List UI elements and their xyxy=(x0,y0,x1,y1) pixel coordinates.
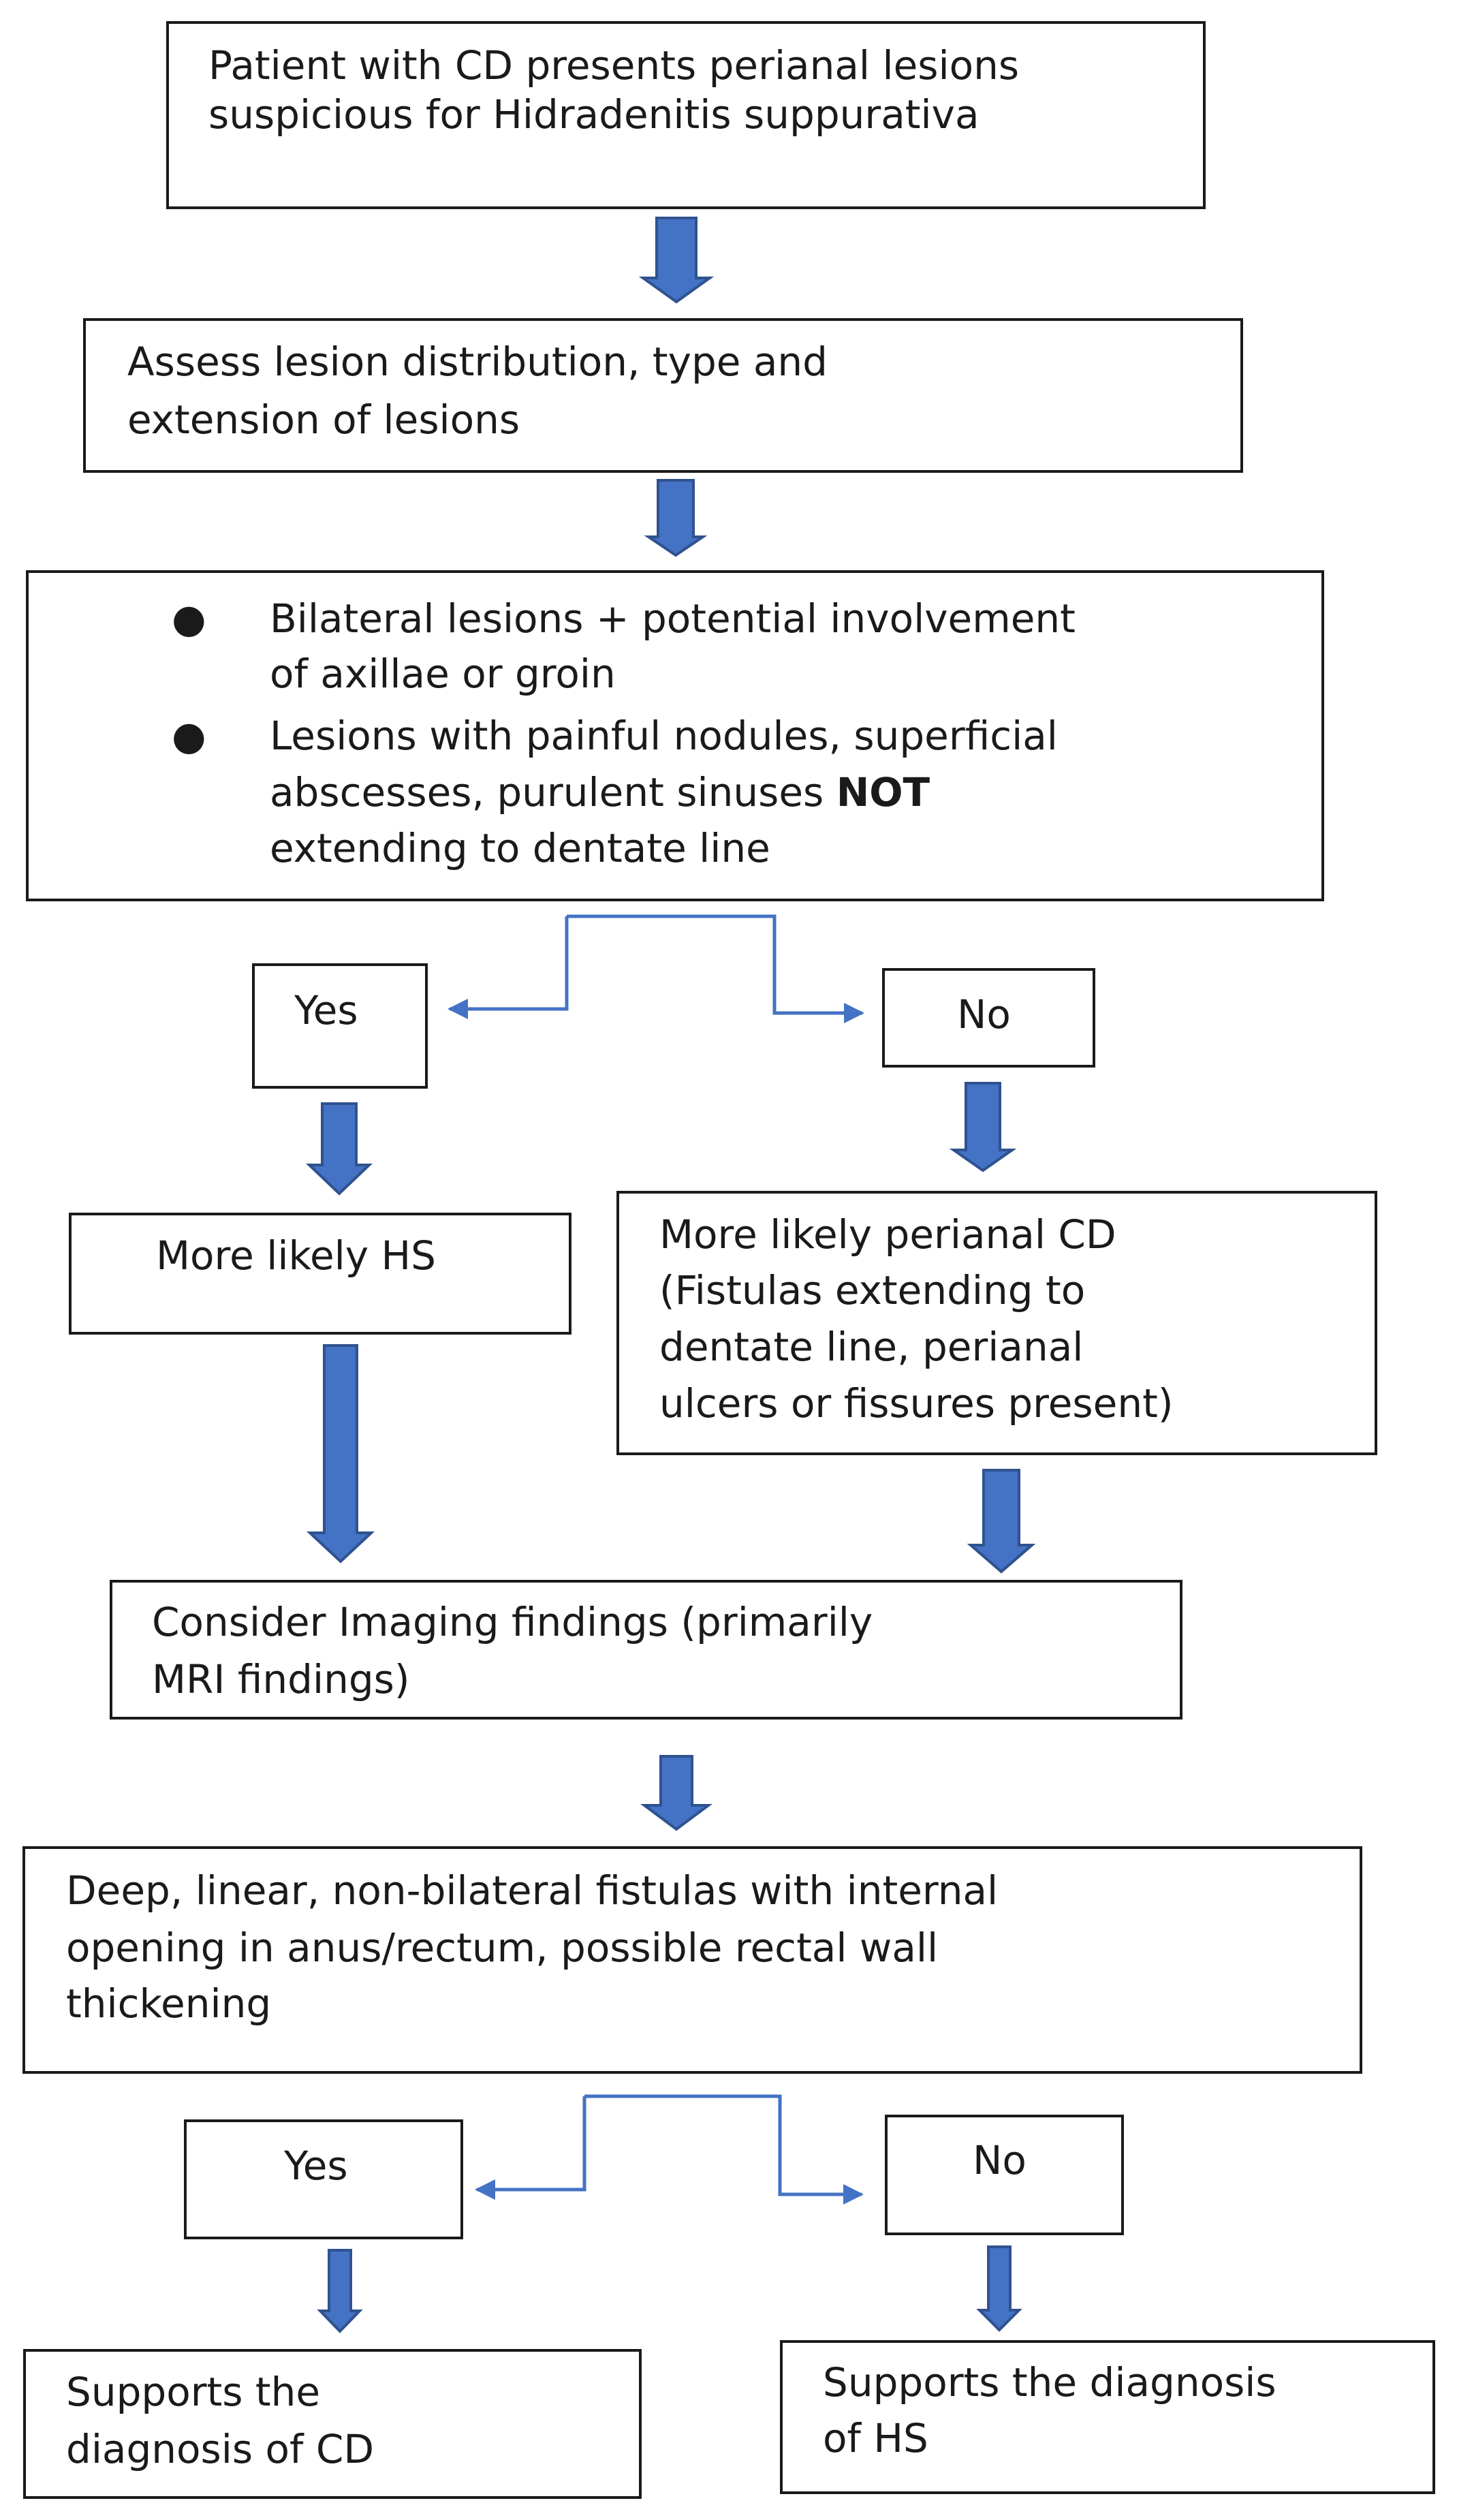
branch2-yes-box xyxy=(184,2119,463,2239)
likely-hs-text: More likely HS xyxy=(156,1232,436,1279)
branch1-no-box xyxy=(882,968,1095,1068)
start-text-line1: Patient with CD presents perianal lesion… xyxy=(208,42,1020,89)
criteria-bullet2-line2: abscesses, purulent sinuses NOT xyxy=(270,763,930,822)
bullet-icon: ● xyxy=(172,713,206,759)
bullet-icon: ● xyxy=(172,595,206,642)
mri-text-line2: opening in anus/rectum, possible rectal … xyxy=(66,1925,939,1971)
branch1-connector-yes xyxy=(448,916,569,1019)
supports-cd-box xyxy=(23,2349,642,2499)
assess-box xyxy=(83,318,1243,473)
down-arrow-3 xyxy=(306,1102,373,1196)
down-arrow-1 xyxy=(638,217,715,304)
branch2-yes-label: Yes xyxy=(284,2143,348,2189)
likely-hs-box xyxy=(69,1213,571,1335)
imaging-text-line2: MRI findings) xyxy=(152,1656,410,1702)
down-arrow-2 xyxy=(644,479,708,557)
likely-cd-line4: ulcers or fissures present) xyxy=(659,1380,1174,1427)
supports-hs-line2: of HS xyxy=(823,2415,928,2461)
start-box xyxy=(166,21,1206,209)
down-arrow-7 xyxy=(640,1755,713,1831)
assess-text-line1: Assess lesion distribution, type and xyxy=(127,339,828,385)
mri-text-line1: Deep, linear, non-bilateral fistulas wit… xyxy=(66,1867,999,1914)
likely-cd-line2: (Fistulas extending to xyxy=(659,1267,1086,1313)
down-arrow-8 xyxy=(317,2249,363,2333)
supports-cd-line2: diagnosis of CD xyxy=(66,2426,375,2472)
branch1-no-label: No xyxy=(957,991,1011,1038)
start-text-line2: suspicious for Hidradenitis suppurativa xyxy=(208,91,980,138)
down-arrow-6 xyxy=(967,1469,1036,1574)
imaging-text-line1: Consider Imaging findings (primarily xyxy=(152,1599,873,1645)
supports-hs-box xyxy=(780,2340,1435,2494)
branch1-yes-label: Yes xyxy=(294,987,358,1033)
imaging-box xyxy=(110,1580,1182,1720)
criteria-bullet2-line3: extending to dentate line xyxy=(270,825,770,871)
branch2-connector-no xyxy=(584,2094,864,2205)
branch2-connector-yes xyxy=(475,2096,586,2200)
criteria-not-emphasis: NOT xyxy=(836,769,930,815)
criteria-bullet2-line1: Lesions with painful nodules, superficia… xyxy=(270,713,1058,759)
branch1-yes-box xyxy=(252,963,428,1089)
likely-cd-line1: More likely perianal CD xyxy=(659,1211,1116,1258)
criteria-box xyxy=(26,570,1324,901)
branch2-no-box xyxy=(885,2115,1124,2235)
supports-hs-line1: Supports the diagnosis xyxy=(823,2359,1276,2406)
criteria-bullet1-line2: of axillae or groin xyxy=(270,651,616,697)
supports-cd-line1: Supports the xyxy=(66,2369,321,2415)
branch2-no-label: No xyxy=(973,2137,1027,2183)
likely-cd-line3: dentate line, perianal xyxy=(659,1324,1084,1370)
mri-findings-box xyxy=(22,1846,1362,2074)
branch1-connector-no xyxy=(567,914,864,1023)
down-arrow-9 xyxy=(976,2245,1022,2332)
down-arrow-4 xyxy=(949,1082,1017,1172)
criteria-bullet2-line2-text: abscesses, purulent sinuses xyxy=(270,769,836,815)
mri-text-line3: thickening xyxy=(66,1980,272,2027)
likely-cd-box xyxy=(616,1191,1377,1455)
criteria-bullet1-line1: Bilateral lesions + potential involvemen… xyxy=(270,595,1076,642)
assess-text-line2: extension of lesions xyxy=(127,396,520,443)
down-arrow-5 xyxy=(306,1344,375,1564)
